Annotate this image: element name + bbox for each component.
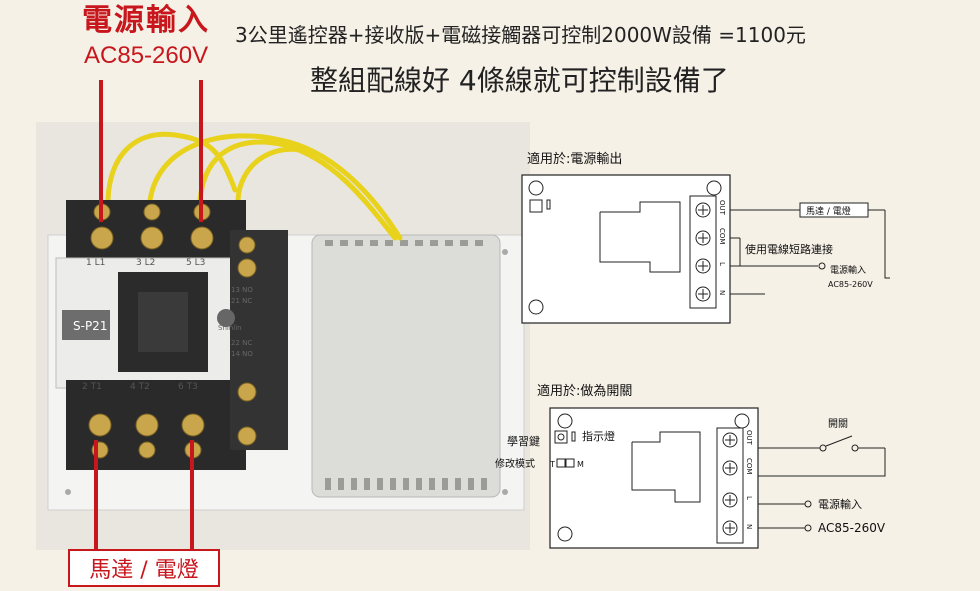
diagram1 bbox=[521, 174, 890, 324]
diagram2-switch-label: 開關 bbox=[828, 418, 848, 430]
red-pointer-lines bbox=[94, 80, 203, 551]
yellow-wires bbox=[105, 131, 403, 241]
terminal-t3: 6 T3 bbox=[178, 382, 198, 392]
aux-13-no: 13 NO bbox=[231, 286, 253, 294]
aux-22-nc: 22 NC bbox=[231, 339, 252, 347]
contactor-brand: Shihlin bbox=[218, 324, 242, 332]
diagram2-learn-key: 學習鍵 bbox=[507, 434, 540, 448]
diagram1-short-note: 使用電線短路連接 bbox=[745, 242, 833, 256]
diagram1-terminal-com: COM bbox=[718, 228, 726, 244]
contactor bbox=[55, 200, 288, 470]
terminal-l3: 5 L3 bbox=[186, 258, 205, 268]
diagram2-terminal-com: COM bbox=[745, 458, 753, 474]
product-description: 3公里遙控器+接收版+電磁接觸器可控制2000W設備 =1100元 bbox=[235, 23, 806, 47]
diagram1-terminal-out: OUT bbox=[718, 200, 726, 216]
power-input-title: 電源輸入 bbox=[82, 3, 210, 38]
aux-14-no: 14 NO bbox=[231, 350, 253, 358]
diagram1-voltage: AC85-260V bbox=[828, 280, 873, 289]
diagram2-mode-label: 修改模式 bbox=[495, 457, 535, 470]
diagram2 bbox=[549, 407, 886, 549]
diagram2-mode-t: T bbox=[549, 460, 555, 469]
diagram1-terminal-l: L bbox=[718, 262, 726, 266]
diagram2-terminal-l: L bbox=[745, 496, 753, 500]
diagram2-indicator: 指示燈 bbox=[582, 429, 615, 443]
wiring-note: 整組配線好 4條線就可控制設備了 bbox=[310, 64, 729, 97]
terminal-l1: 1 L1 bbox=[86, 258, 105, 268]
diagram2-voltage: AC85-260V bbox=[818, 521, 886, 535]
terminal-t1: 2 T1 bbox=[82, 382, 102, 392]
diagram1-power-label: 電源輸入 bbox=[830, 264, 866, 276]
diagram2-terminal-n: N bbox=[745, 524, 753, 529]
terminal-l2: 3 L2 bbox=[136, 258, 155, 268]
motor-lamp-label: 馬達 / 電燈 bbox=[68, 549, 220, 587]
diagram2-power-label: 電源輸入 bbox=[818, 497, 862, 511]
receiver-box bbox=[311, 234, 501, 498]
diagram2-terminal-out: OUT bbox=[745, 430, 753, 446]
aux-21-nc: 21 NC bbox=[231, 297, 252, 305]
terminal-t2: 4 T2 bbox=[130, 382, 150, 392]
diagram2-title: 適用於:做為開關 bbox=[537, 383, 632, 399]
contactor-model: S-P21 bbox=[73, 319, 107, 333]
diagram1-terminal-n: N bbox=[718, 290, 726, 295]
diagram2-mode-m: M bbox=[577, 460, 584, 469]
diagram1-motor-label: 馬達 / 電燈 bbox=[806, 205, 851, 217]
diagram1-title: 適用於:電源輸出 bbox=[527, 151, 622, 167]
power-input-voltage: AC85-260V bbox=[84, 42, 209, 69]
